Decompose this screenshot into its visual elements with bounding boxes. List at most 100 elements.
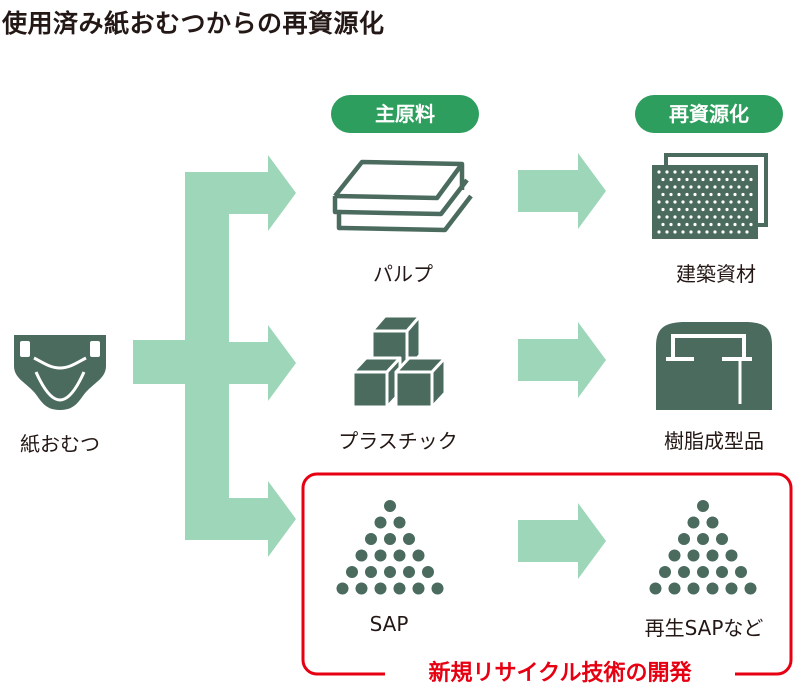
- board-dot: [721, 230, 725, 234]
- board-dot: [665, 215, 669, 219]
- granule-dot: [668, 549, 681, 562]
- board-dot: [721, 215, 725, 219]
- board-dot: [661, 207, 665, 212]
- board-dot: [705, 170, 709, 174]
- board-dot: [693, 177, 697, 182]
- board-dot: [677, 207, 681, 212]
- board-dot: [701, 207, 705, 212]
- board-dot: [673, 215, 677, 219]
- granule-dot: [697, 500, 709, 512]
- board-dot: [673, 185, 677, 189]
- board-dot: [713, 215, 717, 219]
- board-dot: [689, 200, 693, 204]
- board-dot: [717, 207, 721, 212]
- board-dot: [709, 177, 713, 182]
- granule-dot: [744, 582, 757, 595]
- board-dot: [725, 222, 729, 227]
- board-dot: [665, 230, 669, 234]
- granule-dot: [412, 549, 425, 562]
- granule-dot: [735, 566, 747, 578]
- board-dot: [657, 185, 661, 189]
- board-dot: [721, 185, 725, 189]
- board-dot: [741, 207, 745, 212]
- board-dot: [713, 230, 717, 234]
- resin-molded-product-icon: [656, 322, 772, 410]
- board-dot: [725, 192, 729, 197]
- board-dot: [693, 207, 697, 212]
- board-dot: [737, 230, 741, 234]
- granule-dot: [678, 566, 690, 578]
- board-dot: [745, 185, 749, 189]
- product-label-recycled-sap: 再生SAPなど: [644, 616, 764, 640]
- board-dot: [749, 177, 753, 182]
- arrow-pulp: [518, 153, 606, 229]
- granule-dot: [374, 549, 387, 562]
- page-title: 使用済み紙おむつからの再資源化: [2, 9, 385, 38]
- board-dot: [697, 215, 701, 219]
- board-dot: [709, 192, 713, 197]
- sap-granules-icon: [336, 500, 444, 595]
- board-dot: [717, 222, 721, 227]
- board-dot: [697, 170, 701, 174]
- arrow-plastic: [518, 322, 606, 398]
- board-dot: [681, 185, 685, 189]
- board-dot: [681, 170, 685, 174]
- board-dot: [661, 222, 665, 227]
- board-dot: [685, 222, 689, 227]
- granule-dot: [649, 582, 662, 595]
- granule-dot: [374, 582, 387, 595]
- granule-dot: [687, 582, 700, 595]
- granule-dot: [346, 566, 358, 578]
- material-label-sap: SAP: [369, 612, 409, 636]
- board-dot: [749, 192, 753, 197]
- material-label-pulp: パルプ: [373, 262, 433, 286]
- board-dot: [685, 177, 689, 182]
- board-dot: [729, 230, 733, 234]
- board-dot: [749, 222, 753, 227]
- granule-dot: [365, 533, 377, 545]
- main-material-header: 主原料: [331, 95, 479, 133]
- board-dot: [725, 207, 729, 212]
- branch-arrow: [133, 155, 296, 557]
- board-dot: [657, 230, 661, 234]
- granule-dot: [384, 500, 396, 512]
- building-material-board-icon: [652, 153, 768, 239]
- board-dot: [721, 200, 725, 204]
- granule-dot: [393, 549, 406, 562]
- board-dot: [677, 222, 681, 227]
- board-dot: [725, 177, 729, 182]
- board-dot: [749, 207, 753, 212]
- board-dot: [709, 222, 713, 227]
- board-dot: [745, 170, 749, 174]
- board-dot: [717, 192, 721, 197]
- board-dot: [737, 185, 741, 189]
- board-dot: [721, 170, 725, 174]
- granule-dot: [403, 533, 415, 545]
- board-dot: [733, 207, 737, 212]
- recycled-sap-granules-icon: [649, 500, 757, 595]
- board-dot: [669, 177, 673, 182]
- granule-dot: [706, 582, 719, 595]
- board-dot: [741, 177, 745, 182]
- granule-dot: [355, 549, 368, 562]
- board-dot: [705, 185, 709, 189]
- granule-dot: [716, 566, 728, 578]
- board-dot: [713, 185, 717, 189]
- board-dot: [701, 192, 705, 197]
- board-dot: [673, 200, 677, 204]
- board-dot: [677, 177, 681, 182]
- board-dot: [701, 222, 705, 227]
- board-dot: [685, 192, 689, 197]
- board-dot: [697, 230, 701, 234]
- granule-dot: [697, 533, 709, 545]
- granule-dot: [716, 533, 728, 545]
- granule-dot: [697, 566, 709, 578]
- granule-dot: [431, 582, 444, 595]
- source-label: 紙おむつ: [20, 432, 100, 456]
- board-dot: [729, 200, 733, 204]
- diaper-icon: [14, 335, 106, 410]
- board-dot: [733, 222, 737, 227]
- board-dot: [717, 177, 721, 182]
- granule-dot: [412, 582, 425, 595]
- granule-dot: [393, 516, 406, 529]
